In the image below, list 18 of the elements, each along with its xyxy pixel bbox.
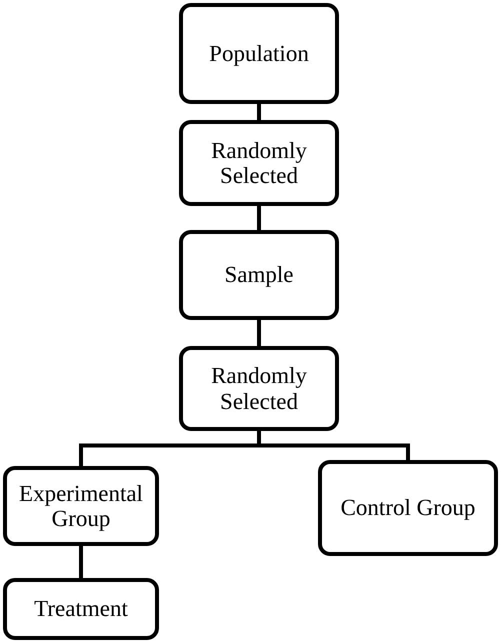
connector-line <box>257 104 261 120</box>
process-box <box>318 460 498 556</box>
process-box <box>3 578 159 640</box>
connector-line <box>79 546 83 578</box>
process-box <box>179 230 339 320</box>
node-label: Sample <box>224 262 294 288</box>
connector-line <box>257 206 261 230</box>
process-box <box>179 346 339 431</box>
node-label: Experimental Group <box>18 480 144 532</box>
node-label: Randomly Selected <box>210 138 308 188</box>
node-label: Control Group <box>340 495 476 521</box>
node-label: Randomly Selected <box>210 363 308 414</box>
node-label: Population <box>209 40 309 66</box>
process-box <box>3 466 159 546</box>
process-box <box>179 3 339 104</box>
process-box <box>179 120 339 206</box>
node-label: Treatment <box>34 596 128 622</box>
connector-line <box>257 320 261 346</box>
